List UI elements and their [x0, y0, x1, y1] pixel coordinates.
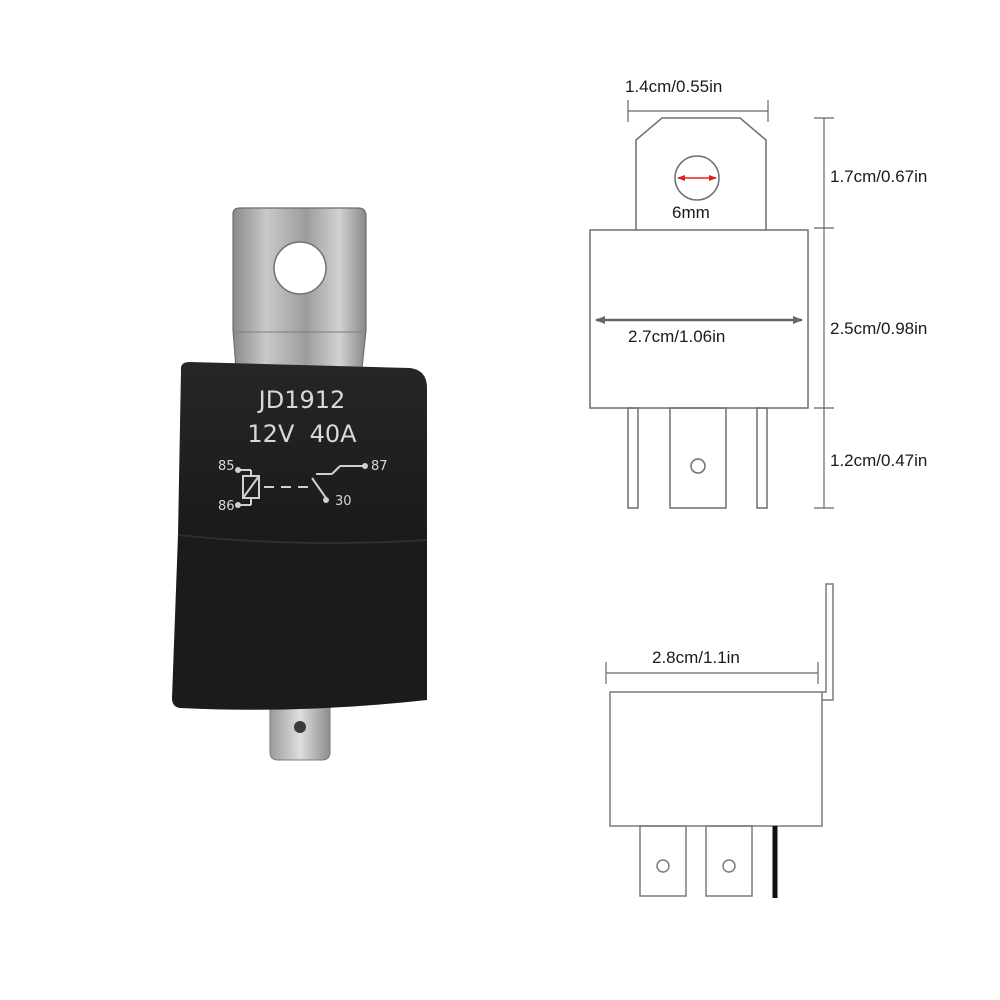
front-view-drawing — [589, 117, 809, 509]
side-pin-left — [639, 825, 687, 897]
hole-diameter-label: 6mm — [672, 203, 710, 222]
bottom-terminal-pin — [269, 699, 331, 761]
relay-model-text: JD1912 — [257, 386, 346, 414]
front-pin-center — [669, 407, 727, 509]
pin-label-85: 85 — [218, 459, 235, 474]
front-pin-left — [627, 407, 639, 509]
mounting-bracket — [232, 207, 367, 369]
front-view-dimensions — [595, 100, 834, 509]
relay-top-face — [178, 362, 427, 544]
bracket-mounting-hole — [273, 241, 327, 295]
body-depth-label: 2.8cm/1.1in — [652, 648, 740, 667]
pin-label-30: 30 — [335, 494, 352, 509]
front-tab-hole — [674, 155, 720, 201]
front-pin-hole — [690, 458, 706, 474]
tab-height-label: 1.7cm/0.67in — [830, 167, 927, 186]
relay-rating-text: 12V 40A — [247, 420, 357, 448]
body-width-label: 2.7cm/1.06in — [628, 327, 725, 346]
side-pin-right — [705, 825, 753, 897]
pin-label-86: 86 — [218, 499, 235, 514]
relay-front-face — [172, 535, 427, 710]
side-view-dimensions — [605, 662, 819, 684]
schematic-pin-dots — [235, 463, 368, 508]
side-mounting-bracket — [822, 583, 834, 701]
side-view-drawing — [609, 583, 834, 897]
pin-length-label: 1.2cm/0.47in — [830, 451, 927, 470]
side-relay-body — [609, 691, 823, 827]
front-pin-right — [756, 407, 768, 509]
tab-width-label: 1.4cm/0.55in — [625, 77, 722, 96]
front-mounting-tab — [635, 117, 767, 230]
relay-photo: JD1912 12V 40A 85 86 87 30 — [172, 207, 428, 761]
pin-label-87: 87 — [371, 459, 388, 474]
body-height-label: 2.5cm/0.98in — [830, 319, 927, 338]
